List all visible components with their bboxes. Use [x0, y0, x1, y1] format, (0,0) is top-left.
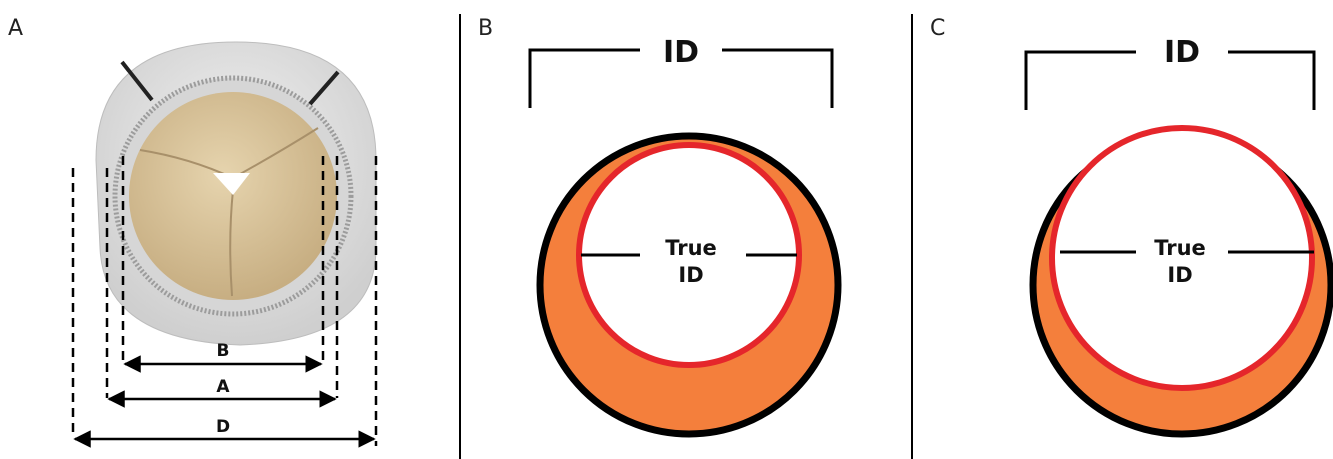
panel-b-id-inner-label: ID [678, 263, 703, 287]
panel-b-true-id-circle [576, 142, 802, 368]
commissure-line-bottom [229, 189, 234, 297]
panel-b-true-label: True [665, 236, 717, 260]
panel-c-true-label: True [1154, 236, 1206, 260]
commissure-line-right [232, 127, 319, 179]
panel-b-diagram: ID True ID [528, 35, 842, 438]
panel-b-id-label: ID [663, 35, 699, 70]
panel-b-letter: B [478, 16, 494, 41]
panel-c-letter: C [930, 16, 946, 41]
panel-c-true-id-circle [1049, 125, 1315, 391]
dimension-guides [71, 156, 378, 446]
panel-c-id-inner-label: ID [1167, 263, 1192, 287]
panel-b-id-bracket [528, 48, 834, 108]
valve-illustration [95, 41, 377, 346]
panel-c-id-label: ID [1164, 35, 1200, 70]
dimension-b-label: B [217, 341, 230, 361]
panel-c-id-bracket [1024, 50, 1316, 110]
stent-post-right [308, 70, 340, 106]
stent-post-left [120, 60, 154, 102]
dimension-d-label: D [216, 417, 230, 437]
dimension-a-label: A [216, 377, 230, 397]
panel-c-diagram: ID True ID [1024, 35, 1333, 438]
panel-a-letter: A [8, 16, 24, 41]
central-orifice [213, 173, 250, 195]
